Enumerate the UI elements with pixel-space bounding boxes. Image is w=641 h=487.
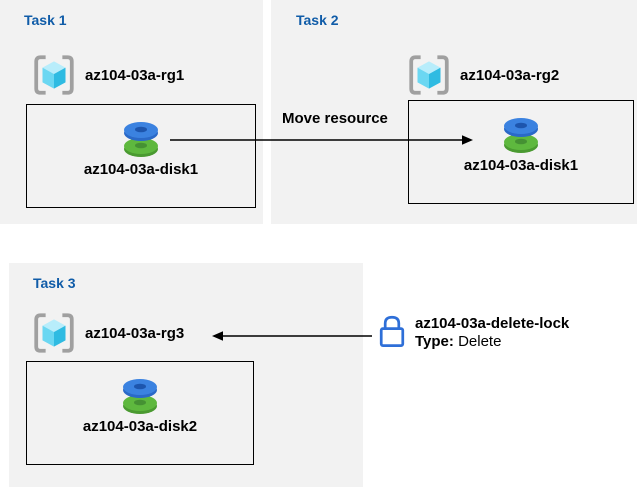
move-resource-label: Move resource	[282, 110, 388, 127]
resource-group-row-3: az104-03a-rg3	[31, 312, 184, 354]
resource-group-icon	[31, 312, 77, 354]
task-3-title: Task 3	[33, 275, 76, 291]
resource-group-label: az104-03a-rg2	[460, 66, 560, 84]
delete-lock-annotation: az104-03a-delete-lock Type: Delete	[377, 315, 569, 351]
delete-lock-type-value: Delete	[458, 333, 502, 350]
resource-box-1: az104-03a-disk1	[26, 104, 256, 208]
managed-disk-icon	[409, 114, 633, 156]
resource-group-row-2: az104-03a-rg2	[406, 54, 559, 96]
disk-label: az104-03a-disk2	[82, 418, 198, 435]
task-1-title: Task 1	[24, 12, 67, 28]
managed-disk-icon	[27, 375, 253, 417]
task-2-panel	[271, 0, 637, 224]
resource-box-3: az104-03a-disk2	[26, 361, 254, 465]
managed-disk-icon	[27, 118, 255, 160]
task-1-panel	[0, 0, 263, 224]
delete-lock-name: az104-03a-delete-lock	[415, 315, 570, 332]
task-3-panel	[9, 263, 363, 487]
delete-lock-type-label: Type:	[415, 333, 454, 350]
lock-icon	[377, 315, 407, 349]
resource-group-icon	[31, 54, 77, 96]
delete-lock-type-line: Type: Delete	[415, 333, 569, 351]
resource-group-label: az104-03a-rg1	[85, 66, 185, 84]
disk-label: az104-03a-disk1	[463, 157, 579, 174]
resource-box-2: az104-03a-disk1	[408, 100, 634, 204]
resource-group-icon	[406, 54, 452, 96]
resource-group-row-1: az104-03a-rg1	[31, 54, 184, 96]
task-2-title: Task 2	[296, 12, 339, 28]
resource-group-label: az104-03a-rg3	[85, 324, 185, 342]
disk-label: az104-03a-disk1	[83, 161, 199, 178]
